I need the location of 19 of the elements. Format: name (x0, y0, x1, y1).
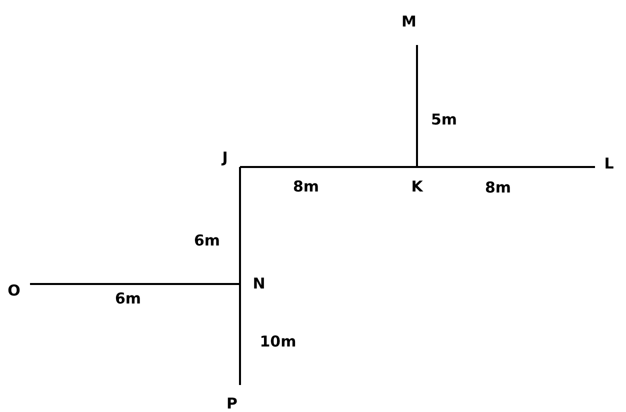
line-segment (417, 166, 595, 168)
point-label: M (402, 14, 416, 30)
line-segment (239, 284, 241, 385)
point-label: K (411, 180, 423, 194)
line-segment (240, 166, 417, 168)
point-label: O (8, 284, 20, 298)
edge-label: 8m (292, 180, 320, 194)
line-segment (239, 167, 241, 284)
edge-label: 10m (260, 334, 296, 350)
edge-label: 8m (484, 180, 512, 196)
point-label: L (604, 156, 614, 172)
edge-label: 6m (194, 234, 220, 248)
line-segment (416, 45, 418, 167)
point-label: P (226, 396, 238, 412)
edge-label: 6m (114, 292, 142, 306)
point-label: J (222, 150, 228, 166)
line-segment (30, 283, 240, 285)
edge-label: 5m (430, 112, 458, 128)
point-label: N (252, 276, 266, 292)
